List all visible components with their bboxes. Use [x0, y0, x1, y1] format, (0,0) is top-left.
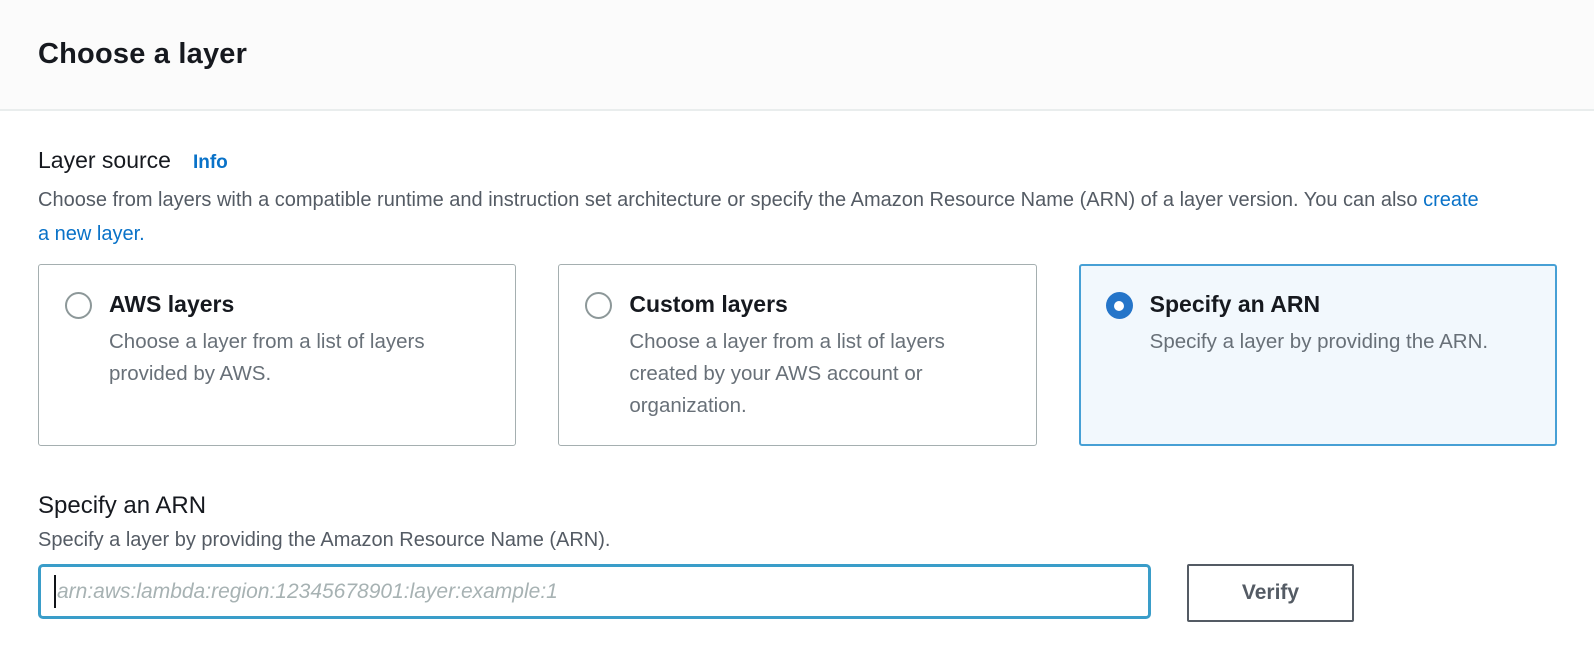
- info-link[interactable]: Info: [192, 152, 228, 173]
- tile-title: Custom layers: [629, 291, 788, 317]
- verify-button[interactable]: Verify: [1187, 564, 1354, 622]
- tile-custom-layers-text: Custom layers Choose a layer from a list…: [629, 289, 979, 422]
- radio-aws-layers[interactable]: [65, 292, 92, 319]
- layer-source-label: Layer source: [38, 147, 171, 173]
- tile-aws-layers-text: AWS layers Choose a layer from a list of…: [109, 289, 459, 390]
- tile-specify-arn-text: Specify an ARN Specify a layer by provid…: [1150, 289, 1488, 358]
- create-new-layer-link[interactable]: create a new layer.: [38, 189, 1479, 245]
- text-cursor: [54, 575, 56, 608]
- specify-arn-description: Specify a layer by providing the Amazon …: [38, 529, 611, 551]
- layer-source-description: Choose from layers with a compatible run…: [38, 183, 1488, 251]
- radio-specify-arn[interactable]: [1105, 292, 1133, 319]
- tile-title: Specify an ARN: [1149, 291, 1321, 317]
- arn-input-row: Verify: [38, 564, 1557, 622]
- panel-content: Layer source Info Choose from layers wit…: [0, 111, 1594, 622]
- arn-input-wrap: [38, 564, 1151, 619]
- tile-custom-layers[interactable]: Custom layers Choose a layer from a list…: [558, 264, 1037, 446]
- tile-title: AWS layers: [109, 291, 235, 317]
- radio-custom-layers[interactable]: [585, 292, 613, 319]
- tile-description: Choose a layer from a list of layers cre…: [629, 330, 945, 417]
- layer-source-label-row: Layer source Info: [38, 147, 1557, 174]
- layer-source-options: AWS layers Choose a layer from a list of…: [38, 264, 1557, 446]
- tile-specify-arn[interactable]: Specify an ARN Specify a layer by provid…: [1078, 264, 1557, 446]
- specify-arn-title: Specify an ARN: [38, 492, 207, 519]
- layer-source-description-text: Choose from layers with a compatible run…: [38, 189, 1424, 211]
- panel-header: Choose a layer: [0, 0, 1594, 111]
- tile-description: Specify a layer by providing the ARN.: [1149, 330, 1489, 353]
- tile-description: Choose a layer from a list of layers pro…: [109, 330, 425, 385]
- arn-input[interactable]: [38, 564, 1151, 619]
- page-title: Choose a layer: [38, 38, 248, 70]
- tile-aws-layers[interactable]: AWS layers Choose a layer from a list of…: [38, 264, 517, 446]
